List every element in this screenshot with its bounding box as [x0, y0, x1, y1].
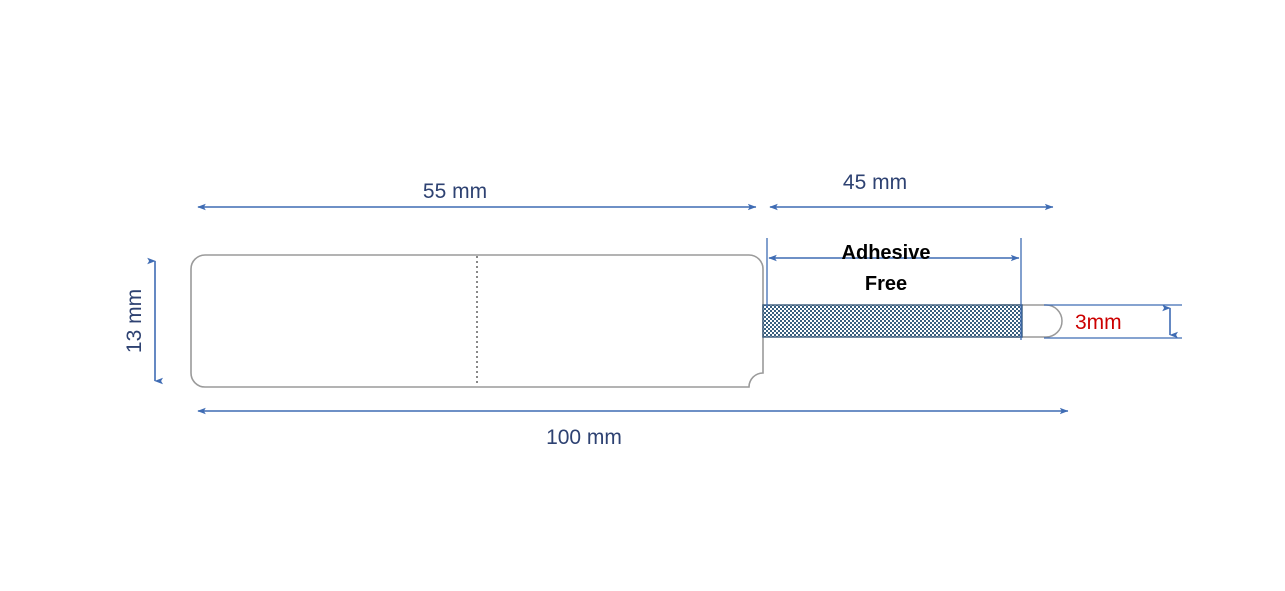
label-body-group — [190, 254, 764, 388]
dimension-100mm: 100 mm — [197, 407, 1069, 449]
dimension-45mm-label: 45 mm — [843, 171, 907, 194]
tail-group — [762, 304, 1063, 338]
dimension-13mm: 13 mm — [123, 257, 163, 385]
dimension-13mm-label: 13 mm — [123, 289, 146, 353]
dimension-3mm-label: 3mm — [1075, 311, 1122, 334]
dimension-55mm: 55 mm — [197, 180, 757, 211]
adhesive-free-callout: Adhesive Free — [766, 238, 1022, 340]
dimension-55mm-label: 55 mm — [423, 180, 487, 203]
adhesive-free-label-line1: Adhesive — [842, 242, 931, 264]
tail-hatched-strip — [762, 304, 1023, 338]
dimension-100mm-label: 100 mm — [546, 426, 622, 449]
adhesive-free-label-line2: Free — [865, 273, 907, 295]
dimension-3mm: 3mm — [1044, 304, 1182, 339]
dimension-45mm: 45 mm — [769, 171, 1054, 211]
